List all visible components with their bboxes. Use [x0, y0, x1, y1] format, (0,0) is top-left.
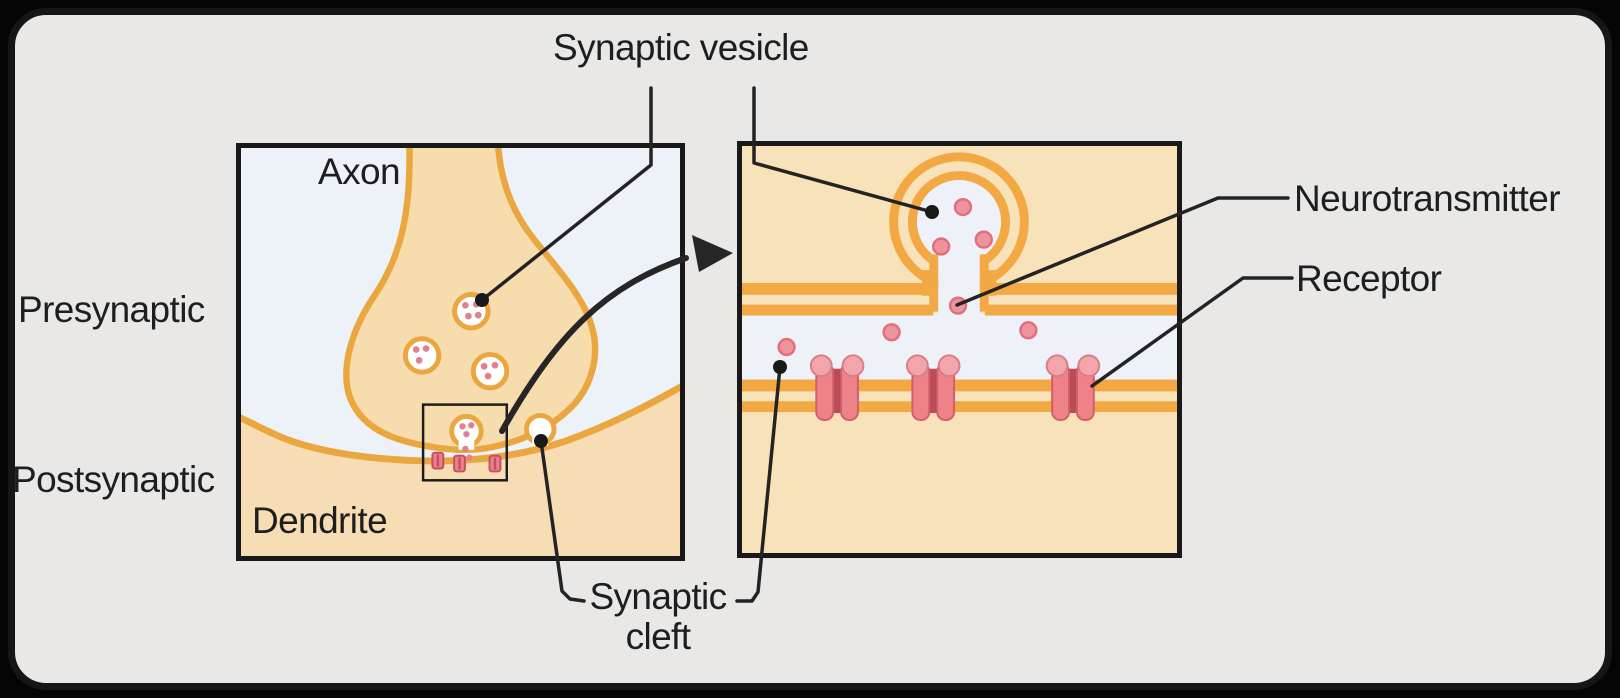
postsynaptic-label: Postsynaptic [12, 459, 215, 500]
synaptic-vesicle-shape [402, 336, 442, 375]
synaptic-vesicle-shape [470, 352, 510, 391]
membrane-pocket-shape [523, 412, 557, 446]
left-panel [236, 143, 685, 561]
fusing-vesicle-shape [449, 413, 484, 461]
synaptic-vesicle-label: Synaptic vesicle [553, 27, 809, 68]
right-panel-drawing [742, 152, 1177, 421]
receptor-shape [431, 451, 502, 473]
zoom-region-box [421, 403, 508, 482]
presynaptic-label: Presynaptic [18, 289, 205, 330]
right-panel [737, 141, 1182, 558]
dendrite-label: Dendrite [252, 500, 388, 541]
receptor-shape [809, 354, 865, 421]
left-panel-drawing [241, 148, 680, 556]
synaptic-cleft-line2: cleft [625, 616, 691, 657]
receptor-shape [1045, 354, 1101, 421]
synaptic-cleft-line1: Synaptic [589, 576, 727, 617]
axon-label: Axon [318, 151, 401, 192]
receptor-shape [905, 354, 961, 421]
receptor-label: Receptor [1296, 258, 1442, 299]
postsynaptic-membrane [742, 379, 1177, 413]
neurotransmitter-label: Neurotransmitter [1294, 178, 1561, 219]
synaptic-vesicle-shape [452, 292, 491, 331]
synaptic-cleft-label: Synaptic cleft [570, 577, 746, 657]
